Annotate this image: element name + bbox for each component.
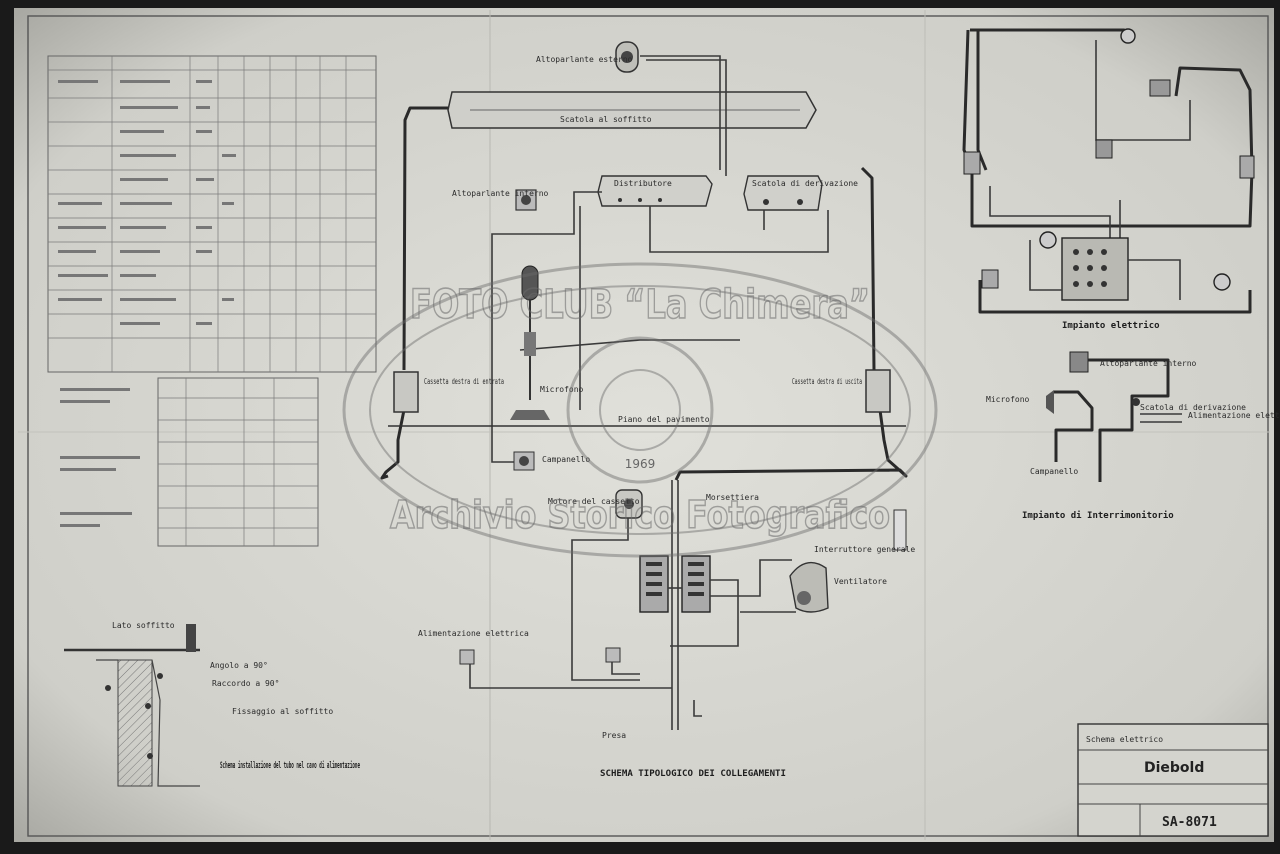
fan-label: Ventilatore [834,577,887,586]
speaker: Altoparlante esterno [536,41,727,176]
paper-background [14,8,1274,842]
watermark: FOTO CLUB “La Chimera” Archivio Storico … [342,262,938,558]
microphone-label: Microfono [540,385,584,394]
section-caption: Schema installazione del tubo nel cavo d… [220,760,360,771]
rb-label-5: Alimentazione elettrica [1188,411,1280,420]
main-caption: SCHEMA TIPOLOGICO DEI COLLEGAMENTI [600,769,786,779]
bell-label: Campanello [542,455,590,464]
power-label: Alimentazione elettrica [418,629,529,638]
watermark-bottom: Archivio Storico Fotografico [390,493,890,537]
watermark-year: 1969 [625,457,656,471]
floor-label: Piano del pavimento [618,415,710,424]
small-speaker-label: Altoparlante interno [452,189,549,198]
rb-label-1: Altoparlante interno [1100,359,1197,368]
rb-label-4: Campanello [1030,467,1078,476]
connection-box: Scatola di derivazione [743,175,858,211]
microphone: Microfono [510,265,584,420]
right-bottom-caption: Impianto di Interrimonitorio [1022,510,1174,521]
speaker-label: Altoparlante esterno [536,55,633,64]
switch-label: Interruttore generale [814,545,915,554]
title-line2: Diebold [1144,760,1204,776]
ceiling-box-label: Scatola al soffitto [560,115,652,124]
section-note: Fissaggio al soffitto [232,707,333,716]
title-line1: Schema elettrico [1086,735,1163,744]
component-table [47,55,377,373]
rb-label-3: Microfono [986,395,1030,404]
distributor: Distributore [597,175,713,207]
small-speaker: Altoparlante interno [452,189,549,211]
bell: Campanello [513,451,590,471]
distributor-label: Distributore [614,179,672,188]
rb-label-2: Scatola di derivazione [1140,403,1246,412]
right-top-diagram: Impianto elettrico [962,28,1255,331]
fan: Ventilatore [789,561,887,613]
left-box: Cassetta destra di entrata [393,371,504,413]
left-box-label: Cassetta destra di entrata [424,377,504,386]
terminal-label: Morsettiera [706,493,759,502]
plug-label: Presa [602,731,626,740]
drawing-number: SA-8071 [1162,815,1217,830]
svg-text:Lato soffitto: Lato soffitto [112,621,175,630]
svg-text:Angolo a 90°: Angolo a 90° [210,661,268,670]
watermark-top: FOTO CLUB “La Chimera” [410,282,870,328]
section-detail: Lato soffitto Angolo a 90° Raccordo a 90… [64,621,360,787]
right-top-caption: Impianto elettrico [1062,320,1160,331]
motor: Motore del cassetto [548,489,643,519]
right-bottom-diagram: Altoparlante interno Scatola di derivazi… [986,351,1280,521]
connection-box-label: Scatola di derivazione [752,179,858,188]
title-block: Schema elettrico Diebold SA-8071 [1077,723,1269,837]
main-schematic: Scatola al soffitto Altoparlante esterno… [380,41,915,779]
switch-panel: Interruttore generale [814,509,915,554]
wiring-legend-table [60,377,319,547]
motor-label: Motore del cassetto [548,497,640,506]
ceiling-box: Scatola al soffitto [447,91,817,129]
right-box-label: Cassetta destra di uscita [792,377,862,386]
terminal-blocks: Morsettiera [639,493,759,613]
right-box: Cassetta destra di uscita [792,369,891,413]
svg-text:Raccordo a 90°: Raccordo a 90° [212,679,279,688]
